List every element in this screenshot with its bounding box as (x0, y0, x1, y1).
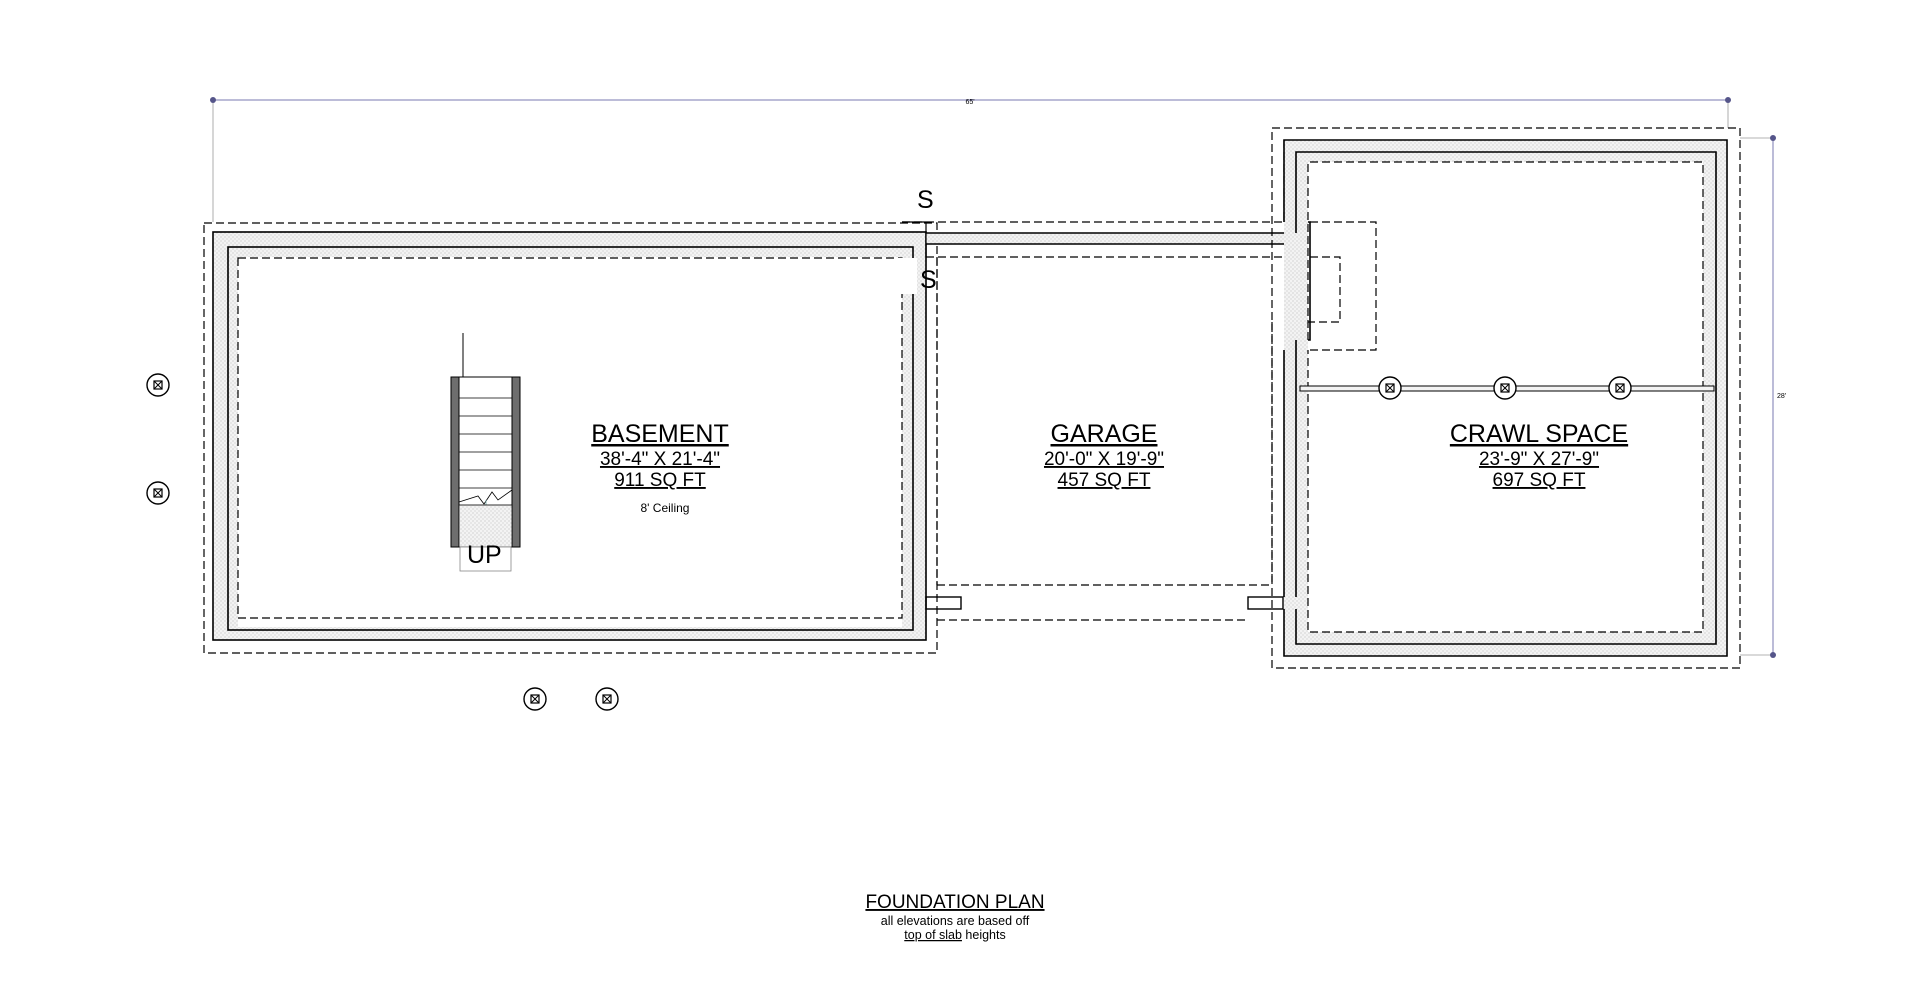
overall-dimension-top: 65' (965, 99, 974, 106)
drawing-title-main: FOUNDATION PLAN (865, 892, 1044, 913)
room-area: 697 SQ FT (1493, 470, 1586, 491)
pier-icon (1378, 376, 1402, 400)
room-dimensions: 23'-9" X 27'-9" (1479, 449, 1599, 470)
room-crawl-space: CRAWL SPACE 23'-9" X 27'-9" 697 SQ FT (1450, 420, 1628, 491)
room-area: 457 SQ FT (1058, 470, 1151, 491)
stair-up-label: UP (467, 541, 502, 569)
pier-icon (1493, 376, 1517, 400)
section-marker: S S (895, 186, 937, 294)
room-name: CRAWL SPACE (1450, 420, 1628, 448)
section-marker-top: S (917, 186, 934, 214)
drawing-title-line1: all elevations are based off (881, 914, 1030, 928)
stair: 2668 UP (450, 333, 521, 572)
drawing-title: FOUNDATION PLAN all elevations are based… (865, 892, 1044, 942)
drawing-title-rest: heights (962, 928, 1006, 942)
room-area: 911 SQ FT (614, 470, 706, 491)
dimension-line-top: 65' (210, 97, 1731, 222)
dimension-line-right: 28' (1740, 135, 1786, 658)
room-note: 8' Ceiling (641, 501, 690, 515)
room-name: BASEMENT (591, 420, 729, 448)
pier-icon (1608, 376, 1632, 400)
room-basement: BASEMENT 38'-4" X 21'-4" 911 SQ FT 8' Ce… (591, 420, 729, 515)
room-name: GARAGE (1051, 420, 1158, 448)
pier-markers (146, 373, 1632, 711)
room-dimensions: 20'-0" X 19'-9" (1044, 449, 1164, 470)
drawing-title-line2: top of slab heights (904, 928, 1005, 942)
overall-dimension-right: 28' (1777, 393, 1786, 400)
drawing-title-underlined: top of slab (904, 928, 962, 942)
pier-icon (146, 481, 170, 505)
section-marker-partial: S (920, 266, 937, 294)
pier-icon (146, 373, 170, 397)
basement-walls (203, 222, 938, 654)
pier-icon (523, 687, 547, 711)
room-dimensions: 38'-4" X 21'-4" (600, 449, 720, 470)
pier-icon (595, 687, 619, 711)
garage-walls (902, 140, 1377, 621)
room-garage: GARAGE 20'-0" X 19'-9" 457 SQ FT (1044, 420, 1164, 491)
